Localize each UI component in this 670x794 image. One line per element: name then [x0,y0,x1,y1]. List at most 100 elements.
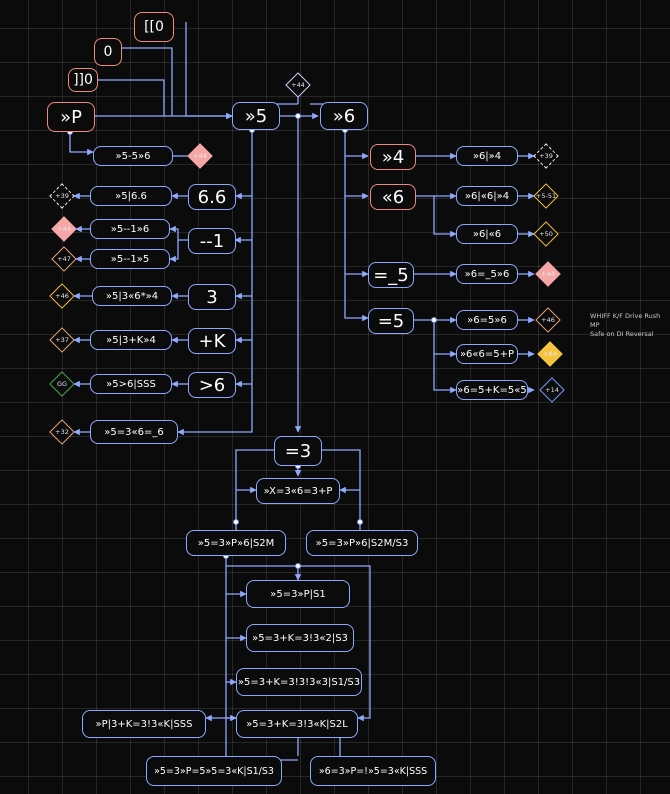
node-p-3-k-3-3-k-sss[interactable]: »P|3+K=3!3«K|SSS [82,710,206,738]
node-final-s1-s3[interactable]: »5=3»P=5»5=3«K|S1/S3 [146,756,282,786]
node-label: »5=3+K=3!3!3«3|S1/S3 [237,676,361,688]
node-label: »6=3»P=!»5=3«K|SSS [318,765,428,777]
badge-label: +46 [55,292,69,300]
node-p[interactable]: »P [47,102,95,132]
node-value-minus-1[interactable]: --1 [188,228,236,254]
node-value-gt-6[interactable]: >6 [188,372,236,398]
node-label: 6.6 [197,186,227,208]
node-6-5-k-5-5[interactable]: »6=5+K=5«5 [456,380,528,400]
node-5[interactable]: »5 [232,102,280,130]
node-label: »5-5»6 [115,150,151,162]
node-branch-eq-5[interactable]: =5 [368,308,414,334]
node-6-4[interactable]: »6|»4 [456,146,518,166]
node-label: »6|«6 [472,228,502,240]
node-5-3-k-3-3-3-3-s1-s3[interactable]: »5=3+K=3!3!3«3|S1/S3 [236,668,362,696]
badge-right-44[interactable]: +44 [536,262,560,286]
node-label: »5=3+K=3!3«K|S2L [246,718,348,730]
note-line-2: Safe on DI Reversal [590,330,654,338]
node-label: »6|«6|»4 [464,190,510,202]
node-value-6-6[interactable]: 6.6 [188,184,236,210]
node-5-1-5[interactable]: »5--1»5 [90,249,170,269]
node-label: --1 [199,230,225,252]
node-label: »6=5»6 [467,314,507,326]
badge-left-46[interactable]: +46 [50,284,74,308]
node-branch-eq-5-under[interactable]: =_5 [368,262,414,288]
node-5-6-6[interactable]: »5|6.6 [90,186,172,206]
node-eq-3[interactable]: =3 [274,436,322,466]
badge-label: +44 [541,270,555,278]
node-label: »5=3+K=3!3«2|S3 [252,632,348,644]
badge-left-32[interactable]: +32 [50,420,74,444]
node-value-3[interactable]: 3 [188,284,236,310]
node-5-3-k-3-3-k-s2l[interactable]: »5=3+K=3!3«K|S2L [236,710,358,738]
badge-right-14[interactable]: +14 [540,378,564,402]
node-label: ]]0 [73,72,93,88]
note-line-1: WHIFF K/F Drive Rush MP [590,312,661,329]
badge-left-gg[interactable]: GG [50,372,74,396]
badge-right-51[interactable]: +5-51 [534,184,558,208]
node-final-sss[interactable]: »6=3»P=!»5=3«K|SSS [310,756,436,786]
node-zero[interactable]: 0 [94,38,122,66]
badge-left-37[interactable]: +37 [50,328,74,352]
node-5-3-6-4[interactable]: »5|3«6*»4 [92,286,172,306]
node-label: »5 [244,105,268,127]
junction-badge[interactable]: +44 [286,73,310,97]
node-label: «6 [381,186,405,208]
node-label: >6 [198,374,226,396]
badge-label: +39 [539,152,553,160]
node-6-eq5-6[interactable]: »6=_5»6 [456,264,518,284]
node-label: »5|3«6*»4 [105,290,159,302]
node-label: [[0 [144,19,164,35]
node-label: »6|»4 [472,150,502,162]
node-6-5-6[interactable]: »6=5»6 [456,310,518,330]
badge-right-46[interactable]: +46 [536,308,560,332]
badge-left-39[interactable]: +39 [50,184,74,208]
node-x-3-6-3-p[interactable]: »X=3«6=3+P [256,478,340,504]
node-5-3-k-3-3-2-s3[interactable]: »5=3+K=3!3«2|S3 [246,624,354,652]
badge-label: +44 [193,152,207,160]
frame-note: WHIFF K/F Drive Rush MP Safe on DI Rever… [590,312,670,339]
node-label: »6=_5»6 [464,268,510,280]
badge-right-84[interactable]: +84 [538,342,562,366]
badge-label: +46 [541,316,555,324]
badge-left-44[interactable]: +44 [52,217,76,241]
node-5-3-6-6[interactable]: »5=3«6=_6 [90,420,178,444]
node-branch-4[interactable]: »4 [370,144,416,170]
badge-label: +84 [543,350,557,358]
node-label: »5=3»P»6|S2M/S3 [315,537,409,549]
node-label: 3 [206,286,218,308]
node-branch-6[interactable]: «6 [370,184,416,210]
node-6-6-5-p[interactable]: »6«6=5+P [456,344,518,364]
node-label: »6«6=5+P [459,348,515,360]
node-p-5-6[interactable]: »5-5»6 [93,146,173,166]
badge-label: GG [56,380,68,388]
node-6-6[interactable]: »6|«6 [456,224,518,244]
badge-label: +32 [55,428,69,436]
badge-p-5-6[interactable]: +44 [188,144,212,168]
badge-right-39[interactable]: +39 [534,144,558,168]
node-label: =5 [377,310,405,332]
badge-left-47[interactable]: +47 [52,247,76,271]
node-value-k[interactable]: +K [188,328,236,354]
node-label: »5=3»P»6|S2M [197,537,275,549]
node-6[interactable]: »6 [320,102,368,130]
node-bracket-zero[interactable]: ]]0 [68,68,98,92]
node-5-6-sss[interactable]: »5>6|SSS [90,374,172,394]
badge-label: +5-51 [535,192,557,200]
node-5-3-p-s1[interactable]: »5=3»P|S1 [246,580,350,608]
node-label: »5=3«6=_6 [104,426,164,438]
node-label: »5>6|SSS [106,378,156,390]
node-label: =_5 [373,264,409,286]
node-label: »6 [332,105,356,127]
node-5-3-p-6-s2m[interactable]: »5=3»P»6|S2M [186,530,286,556]
node-start-bracket[interactable]: [[0 [134,12,174,42]
node-5-3-k-4[interactable]: »5|3+K»4 [90,330,172,350]
badge-right-50[interactable]: +50 [534,222,558,246]
badge-label: +39 [55,192,69,200]
node-5-3-p-6-s2m-s3[interactable]: »5=3»P»6|S2M/S3 [306,530,418,556]
node-label: »5=3»P=5»5=3«K|S1/S3 [154,765,274,777]
node-5-1-6[interactable]: »5--1»6 [90,219,170,239]
badge-label: +37 [55,336,69,344]
node-6-6-4[interactable]: »6|«6|»4 [456,186,518,206]
